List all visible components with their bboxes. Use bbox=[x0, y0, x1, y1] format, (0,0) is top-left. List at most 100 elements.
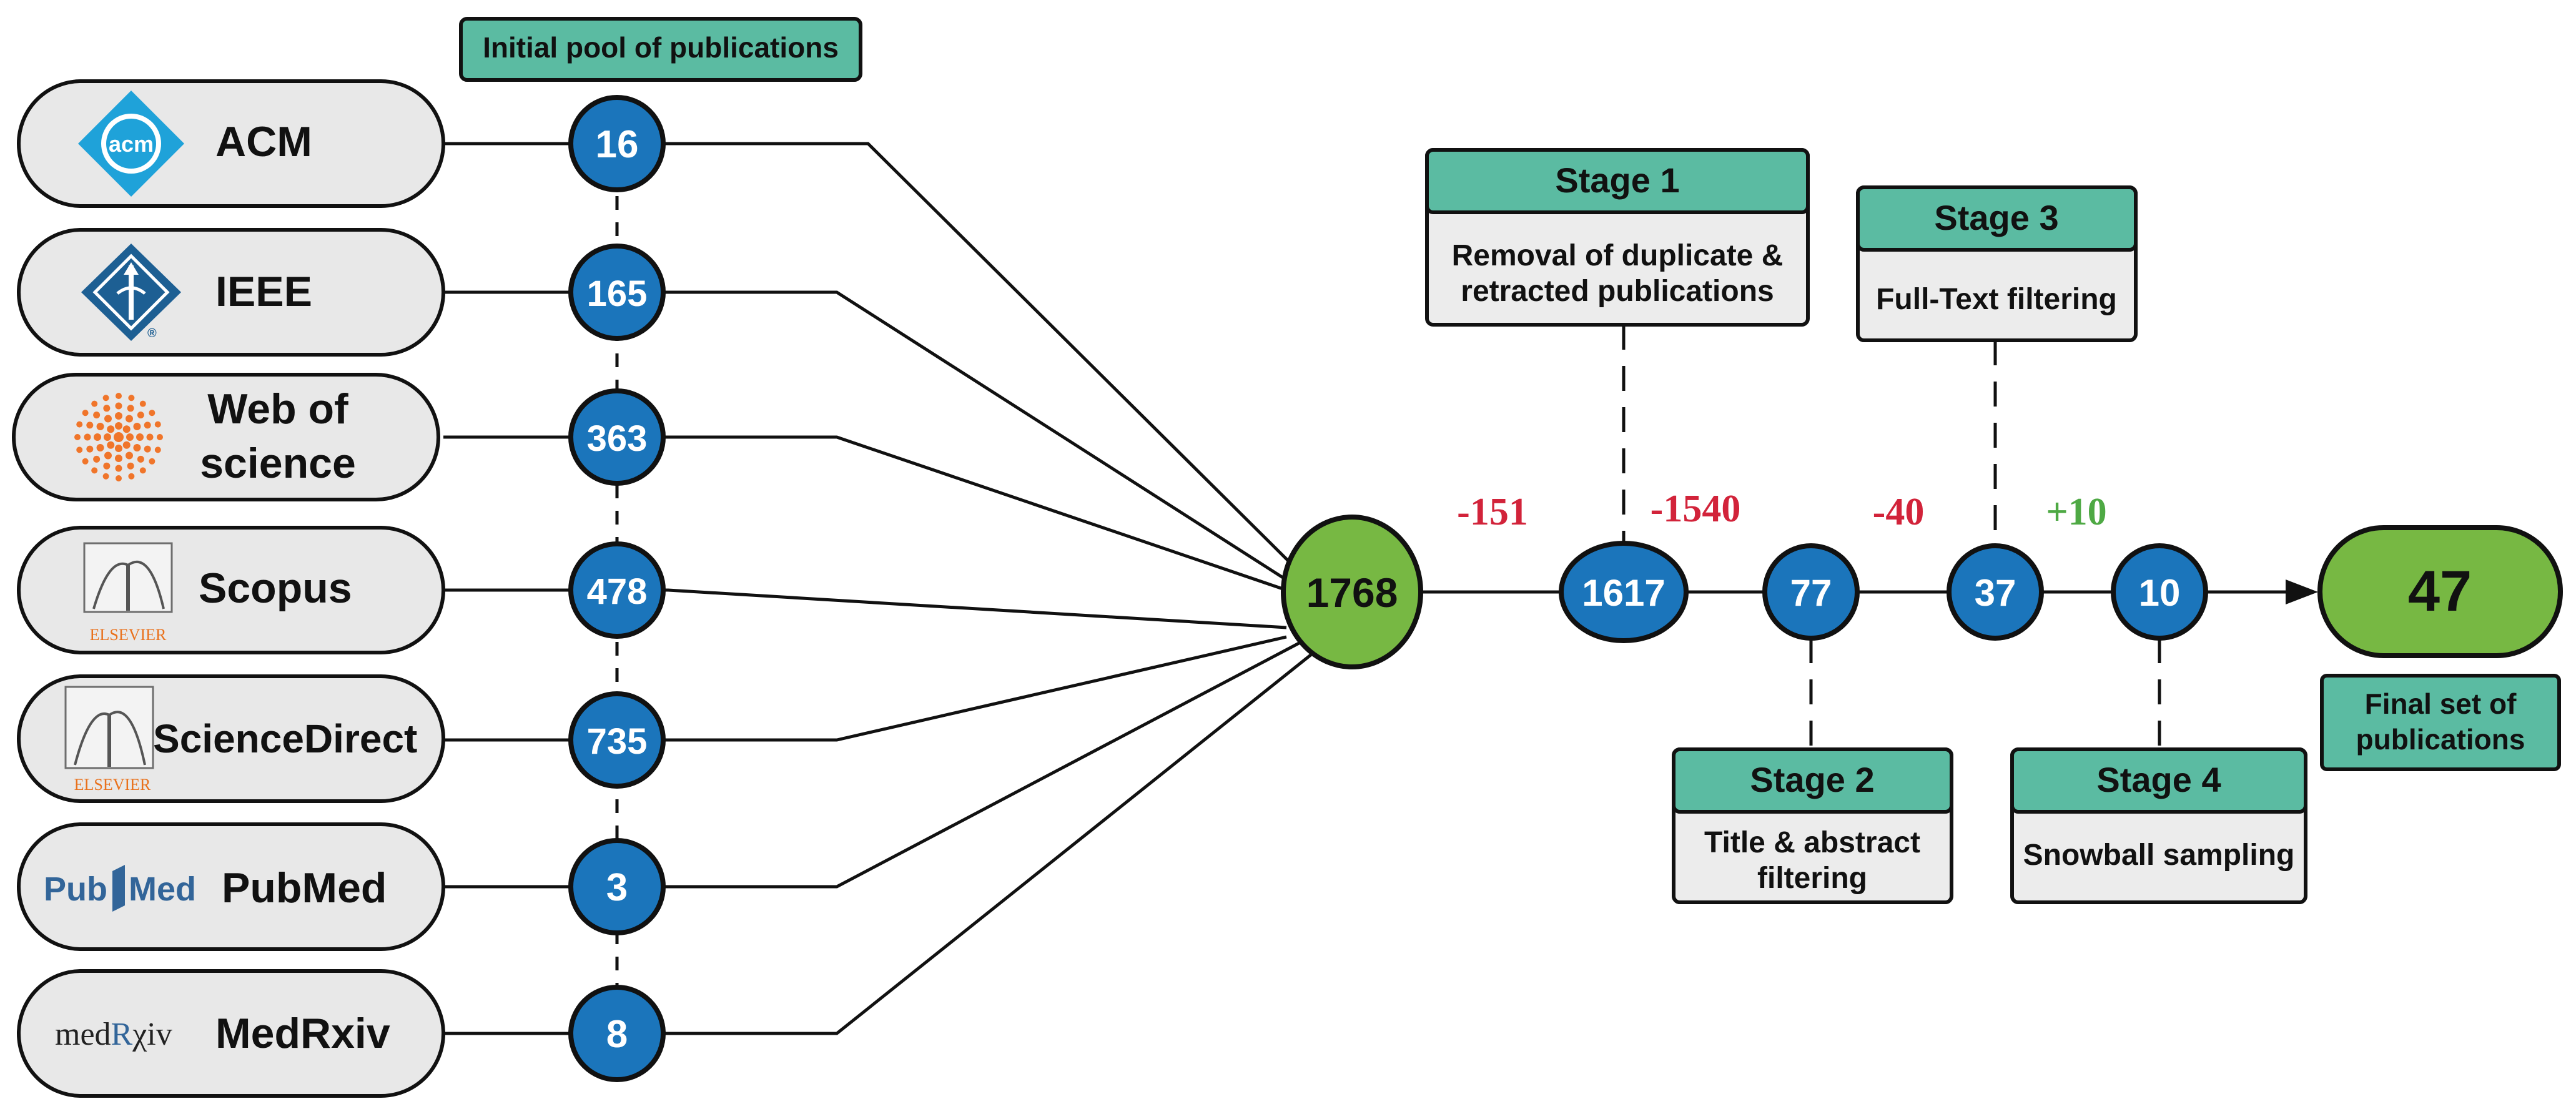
pool-header: Initial pool of publications bbox=[459, 17, 862, 82]
wos-dot bbox=[76, 446, 83, 453]
wos-dot bbox=[116, 475, 122, 481]
source-label: MedRxiv bbox=[215, 1010, 390, 1057]
acm-logo-text: acm bbox=[109, 131, 154, 157]
wos-dot bbox=[157, 434, 163, 440]
wos-dot bbox=[137, 412, 144, 419]
wos-dot bbox=[144, 445, 151, 453]
source-count-value: 478 bbox=[587, 571, 648, 612]
wos-dot bbox=[76, 421, 83, 428]
pool-header-text: Initial pool of publications bbox=[483, 31, 839, 64]
wos-dot bbox=[122, 441, 131, 449]
elsevier-wordmark: ELSEVIER bbox=[90, 626, 167, 644]
source-acm: acm ACM bbox=[17, 79, 445, 208]
source-pubmed: Pub Med PubMed bbox=[17, 822, 445, 951]
wos-dot bbox=[122, 425, 131, 433]
wos-dot bbox=[115, 445, 122, 452]
flow-node-value: 1617 bbox=[1582, 572, 1665, 614]
wos-dot bbox=[144, 421, 151, 429]
wos-dot bbox=[115, 402, 122, 410]
wos-dot bbox=[114, 432, 124, 442]
delta-full-text: -40 bbox=[1873, 491, 1925, 533]
stage-description-line-1: Title & abstract bbox=[1704, 826, 1920, 859]
medrxiv-logo-xiv: χiv bbox=[132, 1017, 172, 1052]
wos-dot bbox=[74, 434, 81, 440]
wos-dot bbox=[115, 465, 122, 472]
wos-dot bbox=[94, 433, 101, 441]
wos-dot bbox=[146, 433, 154, 441]
wos-dot bbox=[104, 415, 112, 423]
wos-dot bbox=[91, 400, 98, 407]
total-value: 1768 bbox=[1306, 569, 1398, 616]
wos-dot bbox=[96, 444, 104, 451]
source-count-node: 3 bbox=[568, 838, 666, 935]
source-label-line-1: Web of bbox=[207, 385, 348, 433]
elsevier-wordmark: ELSEVIER bbox=[74, 776, 151, 794]
flow-node-37: 37 bbox=[1947, 543, 2044, 641]
final-label-line-2: publications bbox=[2356, 723, 2525, 756]
wos-dot bbox=[86, 421, 94, 429]
elsevier-logo-icon: ELSEVIER bbox=[64, 686, 154, 794]
wos-dot bbox=[154, 421, 161, 428]
flow-node-value: 37 bbox=[1975, 572, 2016, 614]
wos-dot bbox=[136, 433, 144, 441]
wos-dot bbox=[127, 462, 134, 470]
source-count-value: 363 bbox=[587, 418, 648, 459]
elsevier-logo-icon: ELSEVIER bbox=[83, 542, 173, 644]
source-label: Scopus bbox=[199, 564, 352, 612]
source-count-node: 16 bbox=[568, 95, 666, 192]
wos-dot bbox=[126, 415, 133, 423]
source-label-line-2: science bbox=[200, 440, 356, 487]
delta-title-abstract: -1540 bbox=[1651, 488, 1741, 530]
wos-dot bbox=[128, 395, 135, 402]
stage-title: Stage 2 bbox=[1750, 760, 1874, 799]
svg-text:medRχiv: medRχiv bbox=[55, 1017, 172, 1052]
wos-dot bbox=[133, 423, 141, 430]
source-label: ACM bbox=[215, 118, 312, 165]
flow-node-1617: 1617 bbox=[1559, 541, 1689, 643]
wos-dot bbox=[139, 400, 146, 407]
flow-node-value: 10 bbox=[2139, 572, 2181, 614]
medrxiv-logo-med: med bbox=[55, 1017, 111, 1052]
wos-dot bbox=[96, 423, 104, 430]
wos-dot bbox=[115, 412, 122, 420]
source-scopus: ELSEVIER Scopus bbox=[17, 526, 445, 654]
source-count-node: 165 bbox=[568, 244, 666, 341]
stage-description-line-2: filtering bbox=[1757, 862, 1867, 895]
pubmed-logo-pub: Pub bbox=[44, 870, 107, 908]
stage-4-box: Stage 4 Snowball sampling bbox=[2010, 747, 2307, 904]
source-count-value: 165 bbox=[587, 274, 648, 314]
wos-dot bbox=[104, 433, 111, 441]
stage-2-box: Stage 2 Title & abstract filtering bbox=[1672, 747, 1953, 904]
wos-dot bbox=[107, 425, 115, 433]
source-label: PubMed bbox=[222, 864, 387, 912]
stage-dashed-connectors bbox=[1622, 325, 2161, 749]
final-node: 47 bbox=[2317, 525, 2563, 658]
wos-dot bbox=[149, 458, 155, 465]
acm-logo-icon: acm bbox=[78, 91, 184, 197]
delta-duplicates: -151 bbox=[1457, 491, 1528, 533]
wos-dot bbox=[116, 393, 122, 399]
wos-dot bbox=[82, 458, 89, 465]
source-count-node: 8 bbox=[568, 985, 666, 1082]
web-of-science-logo-icon bbox=[74, 393, 163, 481]
wos-dot bbox=[139, 467, 146, 474]
wos-dot bbox=[103, 462, 111, 470]
wos-dot bbox=[104, 451, 112, 460]
source-label: IEEE bbox=[215, 268, 312, 315]
stage-description-line-1: Removal of duplicate & bbox=[1452, 239, 1784, 272]
source-pill bbox=[17, 969, 445, 1098]
medrxiv-logo-icon: medRχiv bbox=[55, 1017, 172, 1052]
source-medrxiv: medRχiv MedRxiv bbox=[17, 969, 445, 1098]
wos-dot bbox=[154, 446, 161, 453]
wos-dot bbox=[128, 473, 135, 480]
flow-node-77: 77 bbox=[1762, 543, 1860, 641]
stage-title: Stage 4 bbox=[2096, 760, 2221, 799]
stage-description-line-1: Snowball sampling bbox=[2023, 839, 2295, 872]
svg-text:®: ® bbox=[147, 327, 157, 340]
wos-dot bbox=[126, 451, 133, 460]
source-count-value: 16 bbox=[596, 123, 639, 166]
source-count-value: 3 bbox=[606, 866, 628, 909]
stage-description-line-2: retracted publications bbox=[1461, 275, 1774, 308]
wos-dot bbox=[115, 455, 122, 462]
wos-dot bbox=[93, 455, 101, 463]
